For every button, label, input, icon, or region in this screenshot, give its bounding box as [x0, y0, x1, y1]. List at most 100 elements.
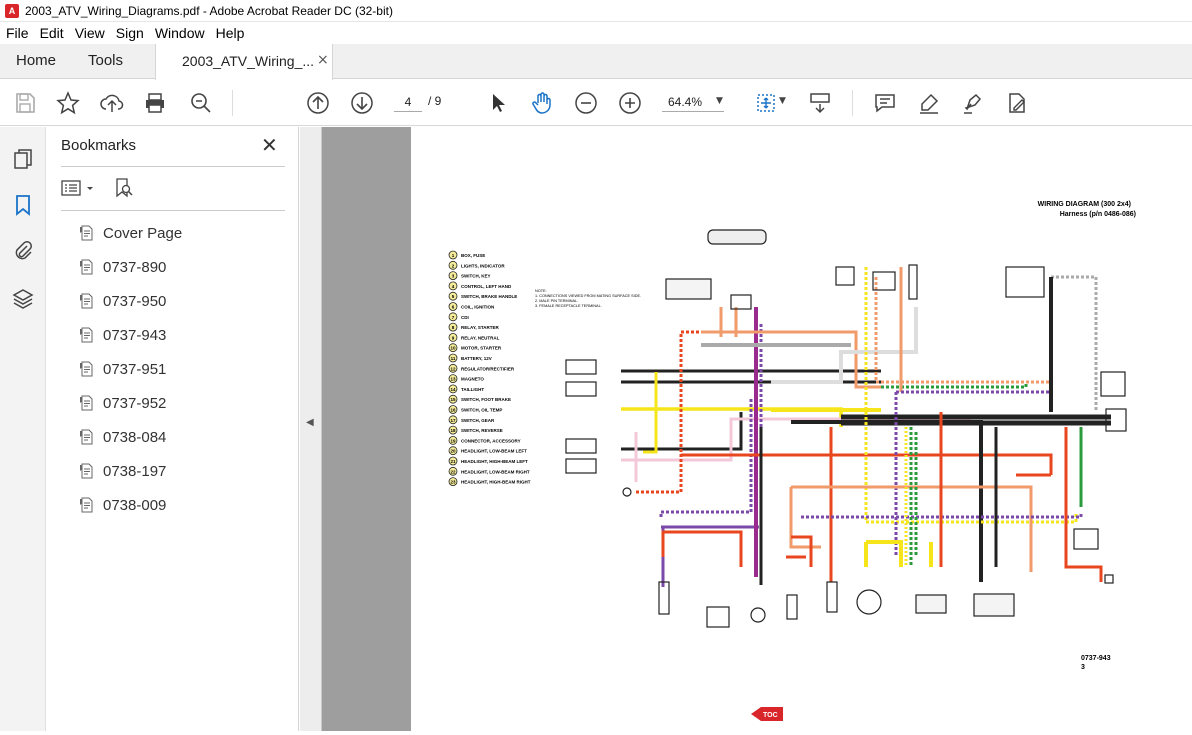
menu-help[interactable]: Help	[215, 25, 245, 41]
legend-marker	[448, 446, 458, 456]
legend-marker	[448, 281, 458, 291]
menu-file[interactable]: File	[6, 25, 29, 41]
zoom-search-icon[interactable]	[189, 91, 213, 115]
fit-page-icon[interactable]	[754, 91, 778, 115]
comment-icon[interactable]	[873, 91, 897, 115]
bookmark-options-button[interactable]	[61, 177, 97, 199]
page-thumbnails-icon[interactable]	[11, 147, 35, 171]
hand-tool-icon[interactable]	[530, 91, 554, 115]
neutral-relay-symbol	[1073, 528, 1099, 550]
wire-black-trunk	[841, 414, 1111, 426]
sign-pen-icon[interactable]	[961, 91, 985, 115]
tab-home[interactable]: Home	[16, 52, 57, 69]
headlight-symbol	[565, 381, 597, 397]
zoom-in-icon[interactable]	[618, 91, 642, 115]
panel-collapse-handle[interactable]: ◀	[300, 127, 322, 731]
select-cursor-icon[interactable]	[486, 91, 510, 115]
legend-number: 2	[452, 263, 455, 268]
legend-label: CDI	[461, 315, 469, 320]
legend-label: MOTOR, STARTER	[461, 346, 502, 351]
close-tab-icon[interactable]: ×	[317, 52, 329, 68]
cdi-symbol	[1100, 371, 1126, 397]
toolbar-separator	[232, 90, 233, 116]
highlight-pen-icon[interactable]	[917, 91, 941, 115]
wire-salmon	[701, 330, 881, 389]
menu-sign[interactable]: Sign	[115, 25, 144, 41]
bookmark-item[interactable]: Cover Page	[79, 223, 182, 243]
navigation-rail	[0, 127, 46, 731]
tab-document[interactable]: 2003_ATV_Wiring_... ×	[155, 44, 333, 80]
tab-tools[interactable]: Tools	[88, 52, 124, 69]
find-bookmark-icon[interactable]	[113, 177, 135, 199]
legend-number: 10	[450, 346, 456, 351]
taillight-symbol	[826, 581, 838, 613]
legend-marker	[448, 291, 458, 301]
panel-divider	[61, 166, 285, 167]
legend-label: HEADLIGHT, LOW-BEAM RIGHT	[461, 469, 530, 474]
bookmark-label: 0738-197	[103, 462, 167, 480]
bookmark-item[interactable]: 0737-890	[79, 257, 166, 277]
menu-window[interactable]: Window	[154, 25, 205, 41]
legend-number: 19	[450, 438, 456, 443]
save-icon[interactable]	[13, 91, 37, 115]
layers-icon[interactable]	[11, 287, 35, 311]
fill-sign-icon[interactable]	[1005, 91, 1029, 115]
starter-motor-symbol	[1104, 574, 1114, 584]
pdf-page: WIRING DIAGRAM (300 2x4) Harness (p/n 04…	[411, 127, 1192, 731]
magneto-symbol	[856, 589, 882, 615]
legend-number: 9	[452, 335, 455, 340]
bookmark-item[interactable]: 0737-943	[79, 325, 166, 345]
bookmark-label: 0738-009	[103, 496, 167, 514]
upload-icon[interactable]	[100, 91, 124, 115]
legend-label: LIGHTS, INDICATOR	[461, 263, 505, 268]
scroll-mode-icon[interactable]	[808, 91, 832, 115]
toc-button[interactable]: TOC	[751, 707, 783, 721]
wire-red	[1064, 427, 1103, 582]
print-icon[interactable]	[143, 91, 167, 115]
zoom-out-icon[interactable]	[574, 91, 598, 115]
accessory-connector-symbol	[622, 487, 632, 497]
bookmark-label: 0737-890	[103, 258, 167, 276]
bookmark-item[interactable]: 0738-084	[79, 427, 166, 447]
bookmark-item[interactable]: 0738-009	[79, 495, 166, 515]
wire-green-white	[881, 382, 1028, 389]
legend-number: 21	[450, 459, 456, 464]
wire-salmon-white	[874, 277, 1051, 384]
diagram-page-code: 0737-943	[1081, 655, 1111, 662]
zoom-level-input[interactable]	[662, 92, 724, 112]
page-number-input[interactable]	[394, 92, 422, 112]
note-line: 2. MALE PIN TERMINAL.	[535, 299, 578, 303]
legend-label: REGULATOR/RECTIFIER	[461, 366, 515, 371]
legend-label: SWITCH, FOOT BRAKE	[461, 397, 511, 402]
bookmark-label: 0737-951	[103, 360, 167, 378]
legend-marker	[448, 415, 458, 425]
bookmark-star-icon[interactable]	[56, 91, 80, 115]
previous-page-icon[interactable]	[306, 91, 330, 115]
bookmarks-panel-icon[interactable]	[11, 193, 35, 217]
legend-marker	[448, 405, 458, 414]
wire-green-white	[909, 427, 918, 567]
wire-grey-white	[1051, 275, 1098, 412]
toolbar-separator	[852, 90, 853, 116]
bookmark-item[interactable]: 0737-952	[79, 393, 166, 413]
fit-dropdown-icon[interactable]: ▼	[779, 96, 786, 106]
wire-purple-white	[659, 322, 763, 529]
brake-switch-symbol	[908, 264, 918, 300]
collapse-arrow-icon[interactable]: ◀	[306, 417, 314, 428]
next-page-icon[interactable]	[350, 91, 374, 115]
zoom-dropdown-icon[interactable]: ▼	[716, 96, 723, 106]
attachments-icon[interactable]	[11, 239, 35, 263]
oil-temp-switch-symbol	[750, 607, 766, 623]
wire-harness	[621, 267, 1111, 587]
menu-view[interactable]: View	[74, 25, 105, 41]
bookmark-item[interactable]: 0738-197	[79, 461, 166, 481]
legend-marker	[448, 425, 458, 435]
bookmark-item[interactable]: 0737-950	[79, 291, 166, 311]
legend-label: CONTROL, LEFT HAND	[461, 284, 512, 289]
legend-label: SWITCH, KEY	[461, 274, 491, 279]
battery-symbol	[973, 593, 1015, 617]
close-panel-icon[interactable]: ✕	[261, 133, 278, 157]
menu-edit[interactable]: Edit	[39, 25, 64, 41]
bookmark-item[interactable]: 0737-951	[79, 359, 166, 379]
